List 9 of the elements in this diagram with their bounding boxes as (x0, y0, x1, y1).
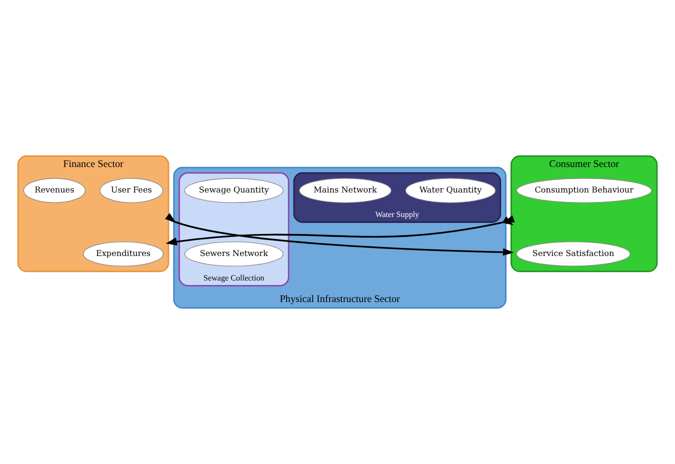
node-ellipse: Expenditures (83, 241, 164, 266)
node-ellipse: User Fees (100, 178, 164, 203)
node-ellipse: Revenues (23, 178, 86, 203)
node-ellipse: Sewage Quantity (184, 178, 284, 203)
node-ellipse: Sewers Network (184, 241, 284, 266)
node-ellipse: Service Satisfaction (516, 241, 630, 266)
node-ellipse: Water Quantity (405, 178, 496, 203)
node-ellipse: Mains Network (299, 178, 392, 203)
node-ellipse: Consumption Behaviour (516, 178, 652, 203)
